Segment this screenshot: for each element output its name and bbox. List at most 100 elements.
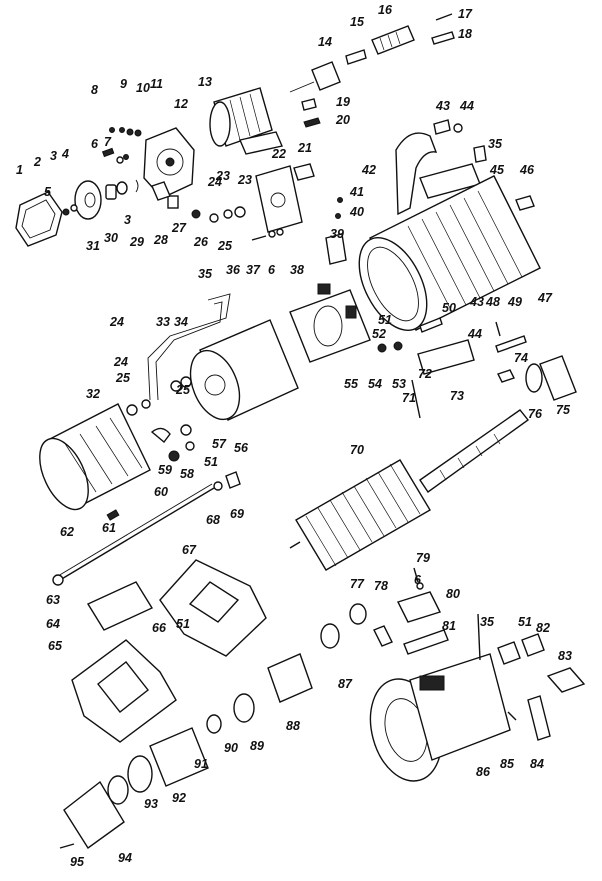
parts-artwork (15, 13, 586, 850)
part-label-51: 51 (518, 615, 532, 629)
part-label-30: 30 (104, 231, 118, 245)
part-label-6: 6 (268, 263, 276, 277)
part-label-4: 4 (61, 147, 69, 161)
part-label-35: 35 (488, 137, 503, 151)
part-solenoid (209, 87, 283, 155)
part-label-75: 75 (556, 403, 571, 417)
part-label-44: 44 (467, 327, 482, 341)
part-label-87: 87 (338, 677, 353, 691)
part-label-6: 6 (91, 137, 99, 151)
part-label-51: 51 (176, 617, 190, 631)
part-label-91: 91 (194, 757, 208, 771)
part-label-26: 26 (193, 235, 209, 249)
part-pole-shoe (86, 581, 154, 631)
part-label-20: 20 (335, 113, 350, 127)
part-label-76: 76 (528, 407, 543, 421)
part-label-66: 66 (152, 621, 167, 635)
part-label-46: 46 (519, 163, 535, 177)
part-label-23: 23 (237, 173, 252, 187)
part-label-95: 95 (70, 855, 85, 869)
part-end-cap (63, 780, 125, 850)
part-label-29: 29 (129, 235, 144, 249)
part-label-23: 23 (215, 169, 230, 183)
part-label-58: 58 (180, 467, 194, 481)
part-label-25: 25 (217, 239, 233, 253)
part-label-69: 69 (230, 507, 244, 521)
part-label-47: 47 (537, 291, 553, 305)
part-label-19: 19 (336, 95, 350, 109)
part-label-14: 14 (318, 35, 332, 49)
part-label-64: 64 (46, 617, 60, 631)
part-label-41: 41 (349, 185, 364, 199)
part-label-34: 34 (174, 315, 188, 329)
part-label-63: 63 (46, 593, 60, 607)
part-label-79: 79 (416, 551, 430, 565)
part-label-24: 24 (113, 355, 128, 369)
part-label-50: 50 (442, 301, 456, 315)
part-label-59: 59 (158, 463, 172, 477)
part-label-22: 22 (271, 147, 286, 161)
part-label-12: 12 (174, 97, 188, 111)
part-label-40: 40 (349, 205, 364, 219)
part-gasket (15, 191, 63, 247)
part-label-68: 68 (206, 513, 220, 527)
part-label-39: 39 (330, 227, 344, 241)
part-label-17: 17 (458, 7, 473, 21)
part-label-85: 85 (500, 757, 515, 771)
part-label-37: 37 (246, 263, 261, 277)
part-label-82: 82 (536, 621, 550, 635)
part-label-28: 28 (153, 233, 168, 247)
part-label-1: 1 (16, 163, 23, 177)
part-plunger (311, 61, 341, 91)
part-label-45: 45 (489, 163, 505, 177)
part-label-8: 8 (91, 83, 98, 97)
part-lever (147, 293, 231, 401)
part-label-10: 10 (136, 81, 150, 95)
part-label-32: 32 (86, 387, 100, 401)
part-label-25: 25 (115, 371, 131, 385)
part-label-38: 38 (290, 263, 304, 277)
part-field-housing (358, 175, 541, 332)
part-label-53: 53 (392, 377, 406, 391)
part-label-73: 73 (450, 389, 464, 403)
part-drive-housing (39, 403, 151, 511)
part-plate (255, 165, 303, 233)
part-label-80: 80 (446, 587, 460, 601)
part-label-86: 86 (476, 765, 491, 779)
part-drive-end-housing (369, 653, 511, 782)
part-label-9: 9 (120, 77, 127, 91)
part-label-81: 81 (442, 619, 456, 633)
part-label-31: 31 (86, 239, 100, 253)
part-label-35: 35 (480, 615, 495, 629)
part-label-5: 5 (44, 185, 52, 199)
part-brush-plate (289, 289, 371, 363)
part-label-52: 52 (372, 327, 386, 341)
part-label-24: 24 (109, 315, 124, 329)
part-label-36: 36 (226, 263, 241, 277)
part-label-72: 72 (418, 367, 432, 381)
part-label-78: 78 (374, 579, 388, 593)
part-label-61: 61 (102, 521, 116, 535)
part-strap (395, 132, 438, 216)
part-label-55: 55 (344, 377, 359, 391)
part-label-35: 35 (198, 267, 213, 281)
part-label-60: 60 (154, 485, 168, 499)
part-label-48: 48 (485, 295, 500, 309)
part-label-16: 16 (378, 3, 393, 17)
part-label-42: 42 (361, 163, 376, 177)
part-label-24: 24 (207, 175, 222, 189)
part-label-51: 51 (378, 313, 392, 327)
part-label-3: 3 (50, 149, 57, 163)
part-label-93: 93 (144, 797, 158, 811)
part-label-57: 57 (212, 437, 227, 451)
part-label-21: 21 (297, 141, 312, 155)
part-label-71: 71 (402, 391, 416, 405)
part-label-92: 92 (172, 791, 186, 805)
part-label-15: 15 (350, 15, 365, 29)
part-label-84: 84 (530, 757, 544, 771)
part-label-43: 43 (469, 295, 484, 309)
part-label-44: 44 (459, 99, 474, 113)
part-label-56: 56 (234, 441, 249, 455)
